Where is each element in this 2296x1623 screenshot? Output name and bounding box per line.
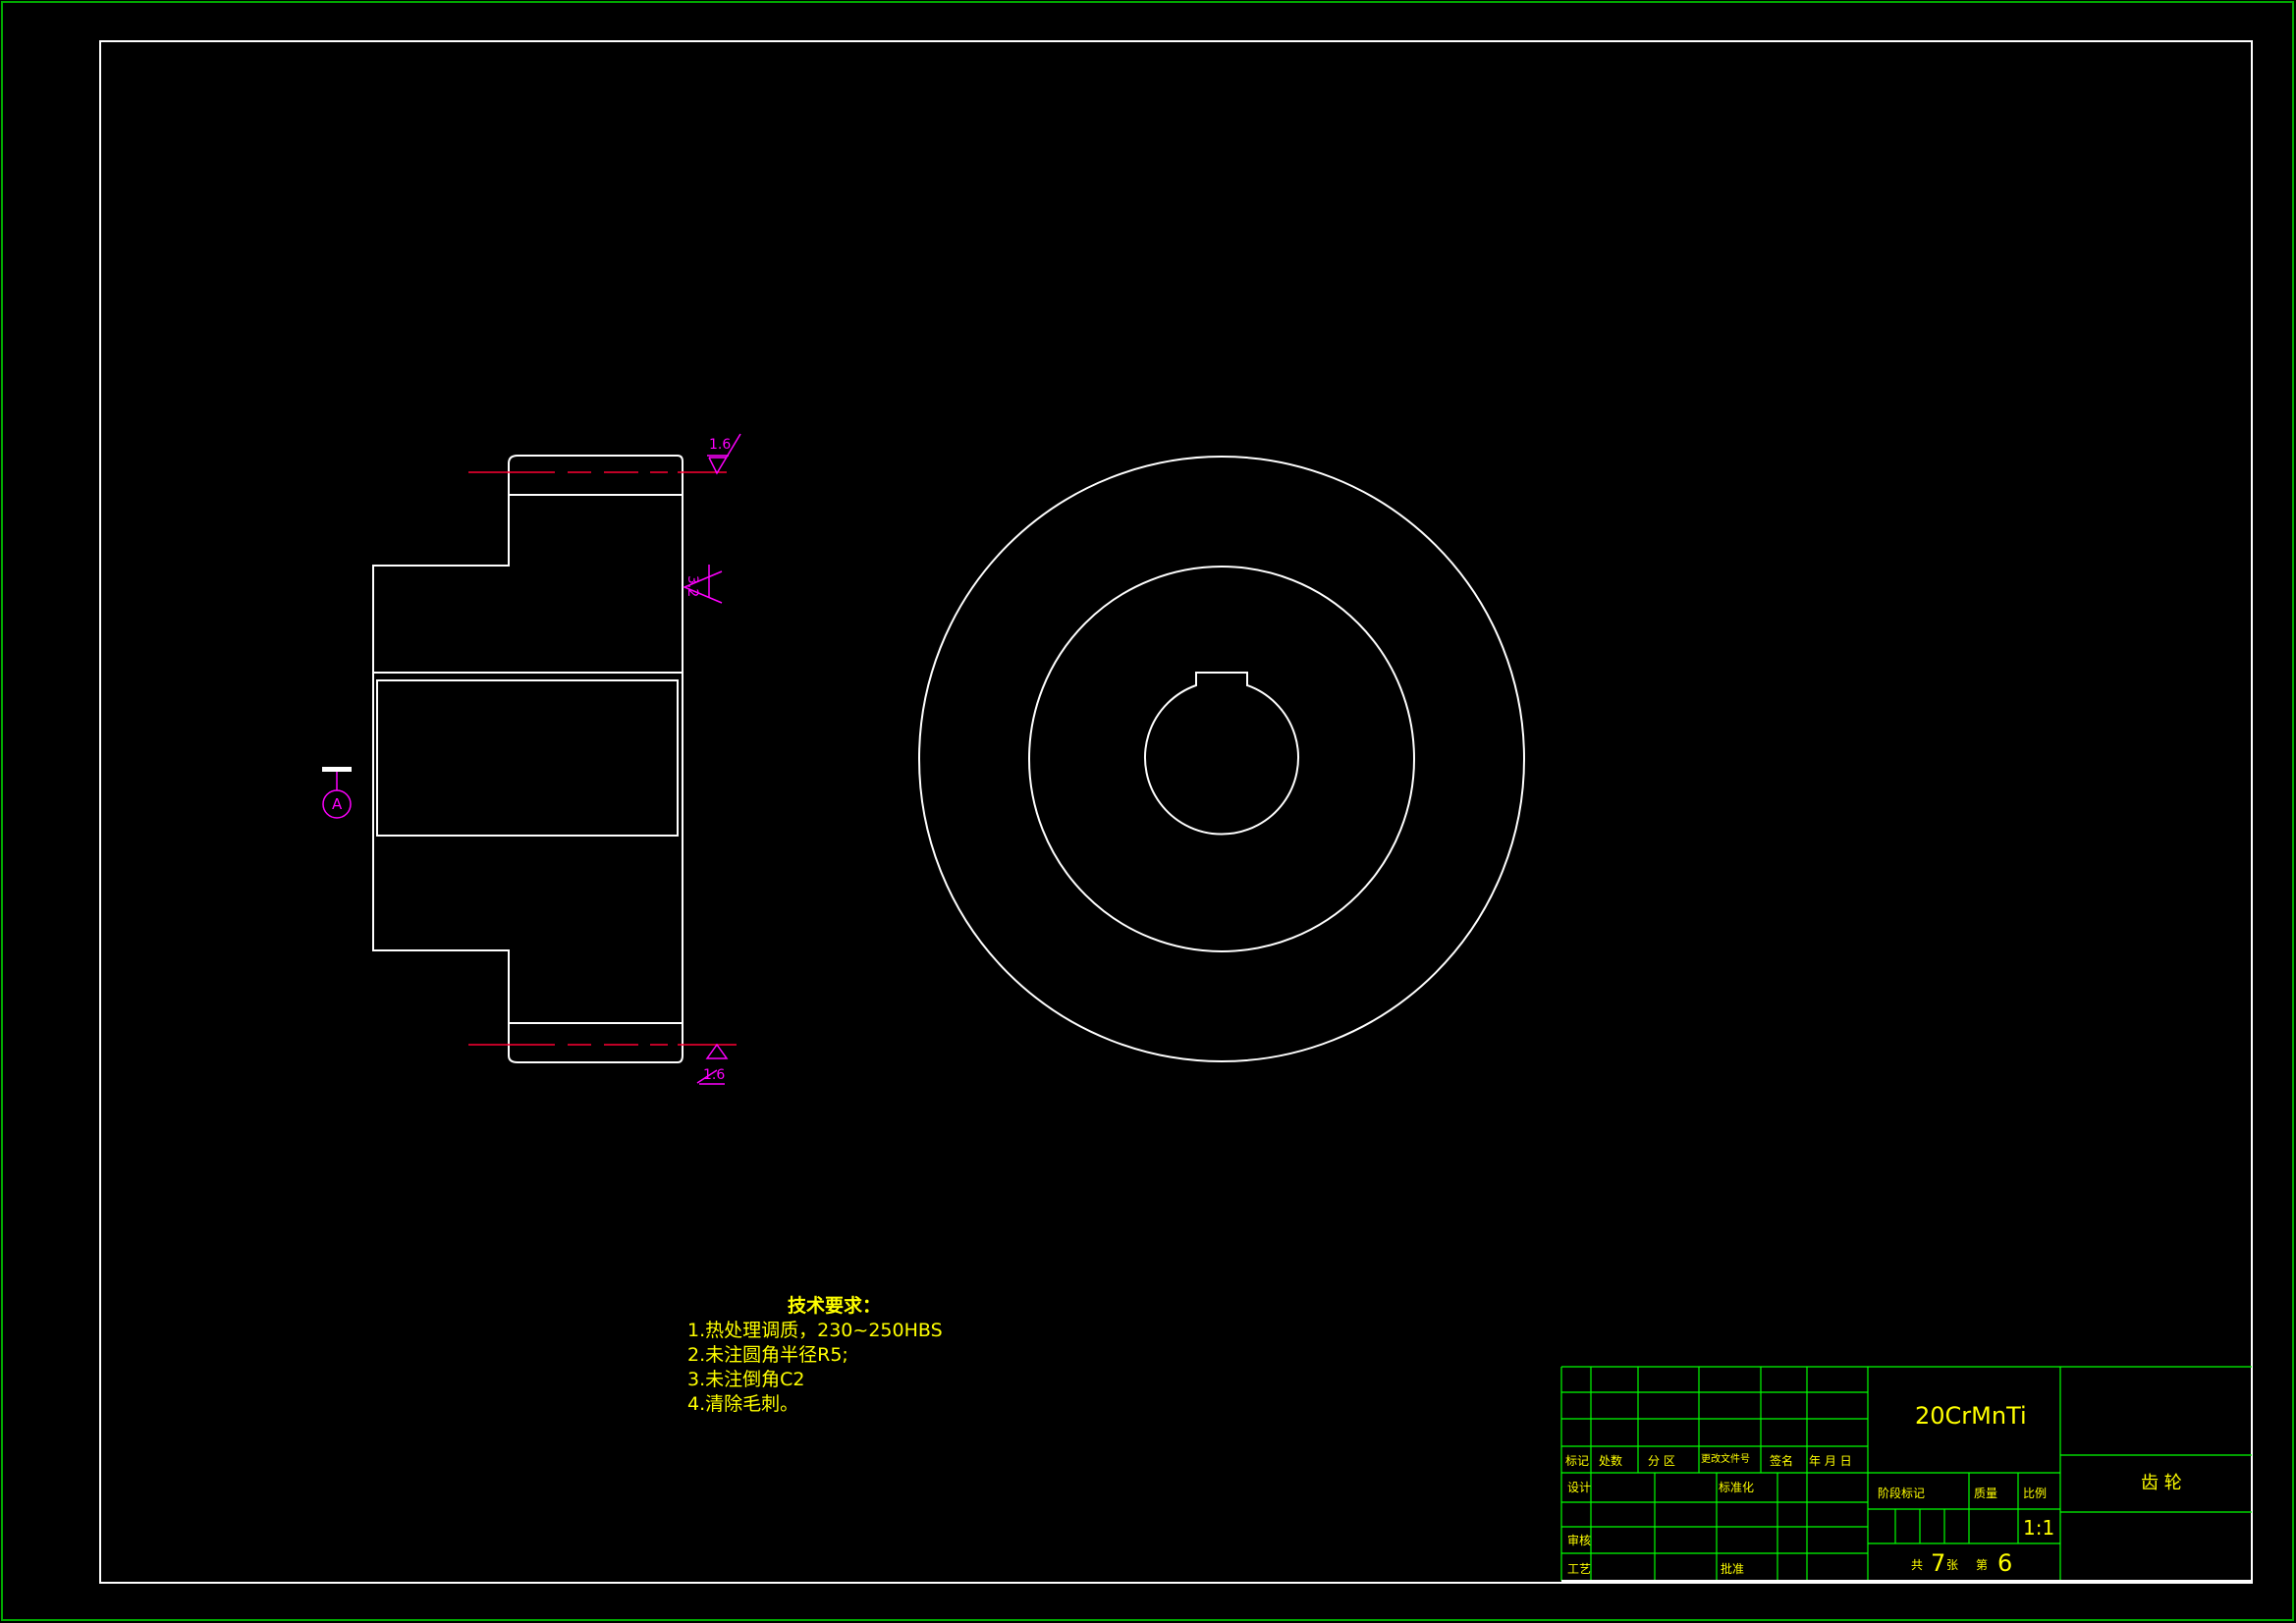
pitch-lines	[468, 471, 737, 1046]
row-label-process: 工艺	[1567, 1562, 1592, 1576]
tech-req-title: 技术要求：	[788, 1295, 882, 1317]
part-name: 齿 轮	[2141, 1473, 2182, 1493]
header-label-date: 年 月 日	[1809, 1454, 1852, 1468]
roughness-symbol-side	[683, 565, 723, 604]
keyed-bore	[1144, 672, 1299, 836]
sheet-index-value: 6	[1997, 1549, 2013, 1577]
title-block-grid	[1560, 1366, 2252, 1581]
datum-circle	[322, 789, 352, 819]
technical-requirements: 技术要求： 1.热处理调质，230~250HBS 2.未注圆角半径R5; 3.未…	[687, 1294, 943, 1417]
tech-req-item: 3.未注倒角C2	[687, 1369, 805, 1390]
roughness-side-value: 3.2	[684, 575, 700, 598]
bore-rectangle	[376, 679, 679, 837]
row-label-standardize: 标准化	[1719, 1481, 1755, 1494]
sheet-total-unit: 张	[1946, 1558, 1959, 1572]
stage-label-mark: 阶段标记	[1878, 1487, 1926, 1500]
datum-symbol	[322, 767, 352, 819]
header-label-sign: 签名	[1770, 1454, 1794, 1468]
drawing-frame	[99, 40, 2253, 1584]
section-outline	[372, 455, 683, 1063]
sheet-total-value: 7	[1931, 1549, 1946, 1577]
row-label-check: 审核	[1567, 1534, 1592, 1547]
hub-circle	[1028, 566, 1415, 952]
row-label-design: 设计	[1567, 1481, 1592, 1494]
stage-label-scale: 比例	[2023, 1487, 2048, 1500]
header-label-count: 处数	[1599, 1454, 1623, 1468]
roughness-symbol-bottom	[696, 1043, 729, 1084]
tech-req-item: 2.未注圆角半径R5;	[687, 1344, 848, 1366]
tech-req-item: 1.热处理调质，230~250HBS	[687, 1320, 943, 1341]
roughness-symbol-top	[708, 433, 741, 475]
roughness-top-value: 1.6	[709, 437, 732, 453]
datum-letter: A	[332, 795, 343, 813]
header-label-mark: 标记	[1565, 1454, 1590, 1468]
row-label-approve: 批准	[1721, 1562, 1745, 1576]
datum-bar	[322, 767, 352, 772]
tech-req-item: 4.清除毛刺。	[687, 1393, 799, 1415]
header-label-change-doc: 更改文件号	[1701, 1454, 1750, 1465]
gear-section-view	[372, 455, 683, 1063]
roughness-bottom-value: 1.6	[703, 1067, 726, 1083]
scale-value: 1:1	[2023, 1516, 2055, 1540]
header-label-zone: 分 区	[1648, 1454, 1675, 1468]
roughness-symbols	[683, 433, 741, 1085]
sheet-total-label: 共	[1911, 1558, 1924, 1572]
gear-front-view	[918, 456, 1525, 1062]
material-name: 20CrMnTi	[1915, 1402, 2027, 1430]
sheet-index-label: 第	[1976, 1558, 1989, 1572]
outer-circle	[918, 456, 1525, 1062]
stage-label-weight: 质量	[1974, 1487, 1998, 1500]
